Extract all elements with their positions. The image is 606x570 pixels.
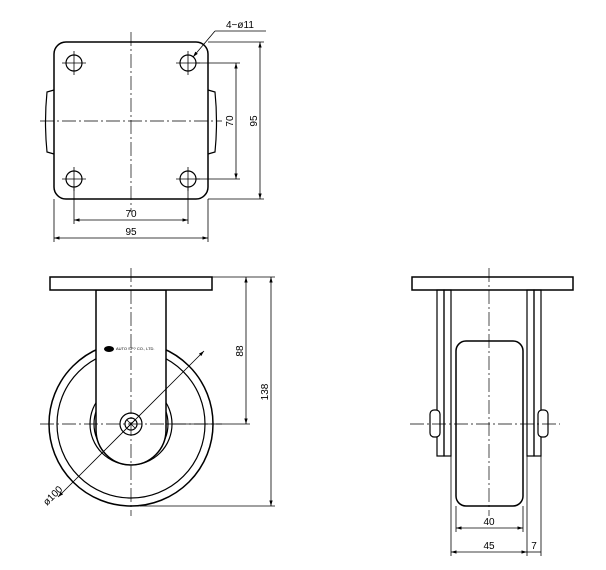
top-view: 4−ø11 70 95 70 95	[40, 20, 266, 242]
dim-plate-width-label: 95	[125, 227, 137, 238]
wheel-bulge-left	[44, 89, 55, 155]
axle-boss-left	[429, 409, 441, 438]
front-top-plate	[411, 276, 574, 291]
dim-hole-spacing-vertical-label: 70	[225, 115, 236, 127]
dim-overall-height	[140, 277, 275, 507]
dim-wheel-diameter-line	[57, 350, 205, 498]
fork-leg-right-outer	[533, 289, 542, 457]
dim-hole-spacing-vertical	[196, 62, 240, 180]
brand-logo	[104, 346, 114, 352]
dim-offset-label: 7	[531, 541, 537, 552]
front-view: 40 45 7	[410, 268, 574, 556]
dim-axle-height-label: 88	[235, 345, 246, 357]
dim-plate-height-label: 95	[249, 115, 260, 127]
side-view: AUTO SP? CO., LTD. ø100 88 138	[40, 268, 275, 516]
dim-fork-width	[450, 456, 528, 556]
dim-wheel-diameter-label: ø100	[41, 484, 65, 508]
dim-wheel-width	[455, 506, 524, 532]
brand-label: AUTO SP? CO., LTD.	[116, 346, 155, 351]
dim-plate-width	[53, 199, 209, 242]
dim-plate-height	[208, 41, 264, 200]
dim-axle-height	[166, 276, 275, 425]
dim-offset	[527, 456, 542, 556]
hole-callout-label: 4−ø11	[226, 20, 254, 31]
dim-overall-height-label: 138	[260, 383, 271, 400]
dim-fork-width-label: 45	[483, 541, 495, 552]
fork-leg-right-inner	[526, 289, 535, 457]
axle-boss-right	[537, 409, 549, 438]
front-wheel	[455, 340, 524, 507]
bolt-hole-top-left	[62, 51, 86, 75]
dim-hole-spacing-horizontal-label: 70	[125, 209, 137, 220]
hole-callout-leader	[192, 30, 266, 58]
dim-hole-spacing-horizontal	[73, 187, 189, 224]
dim-wheel-width-label: 40	[483, 517, 495, 528]
wheel-bulge-right	[207, 89, 218, 155]
fork-leg-left-inner	[443, 289, 452, 457]
